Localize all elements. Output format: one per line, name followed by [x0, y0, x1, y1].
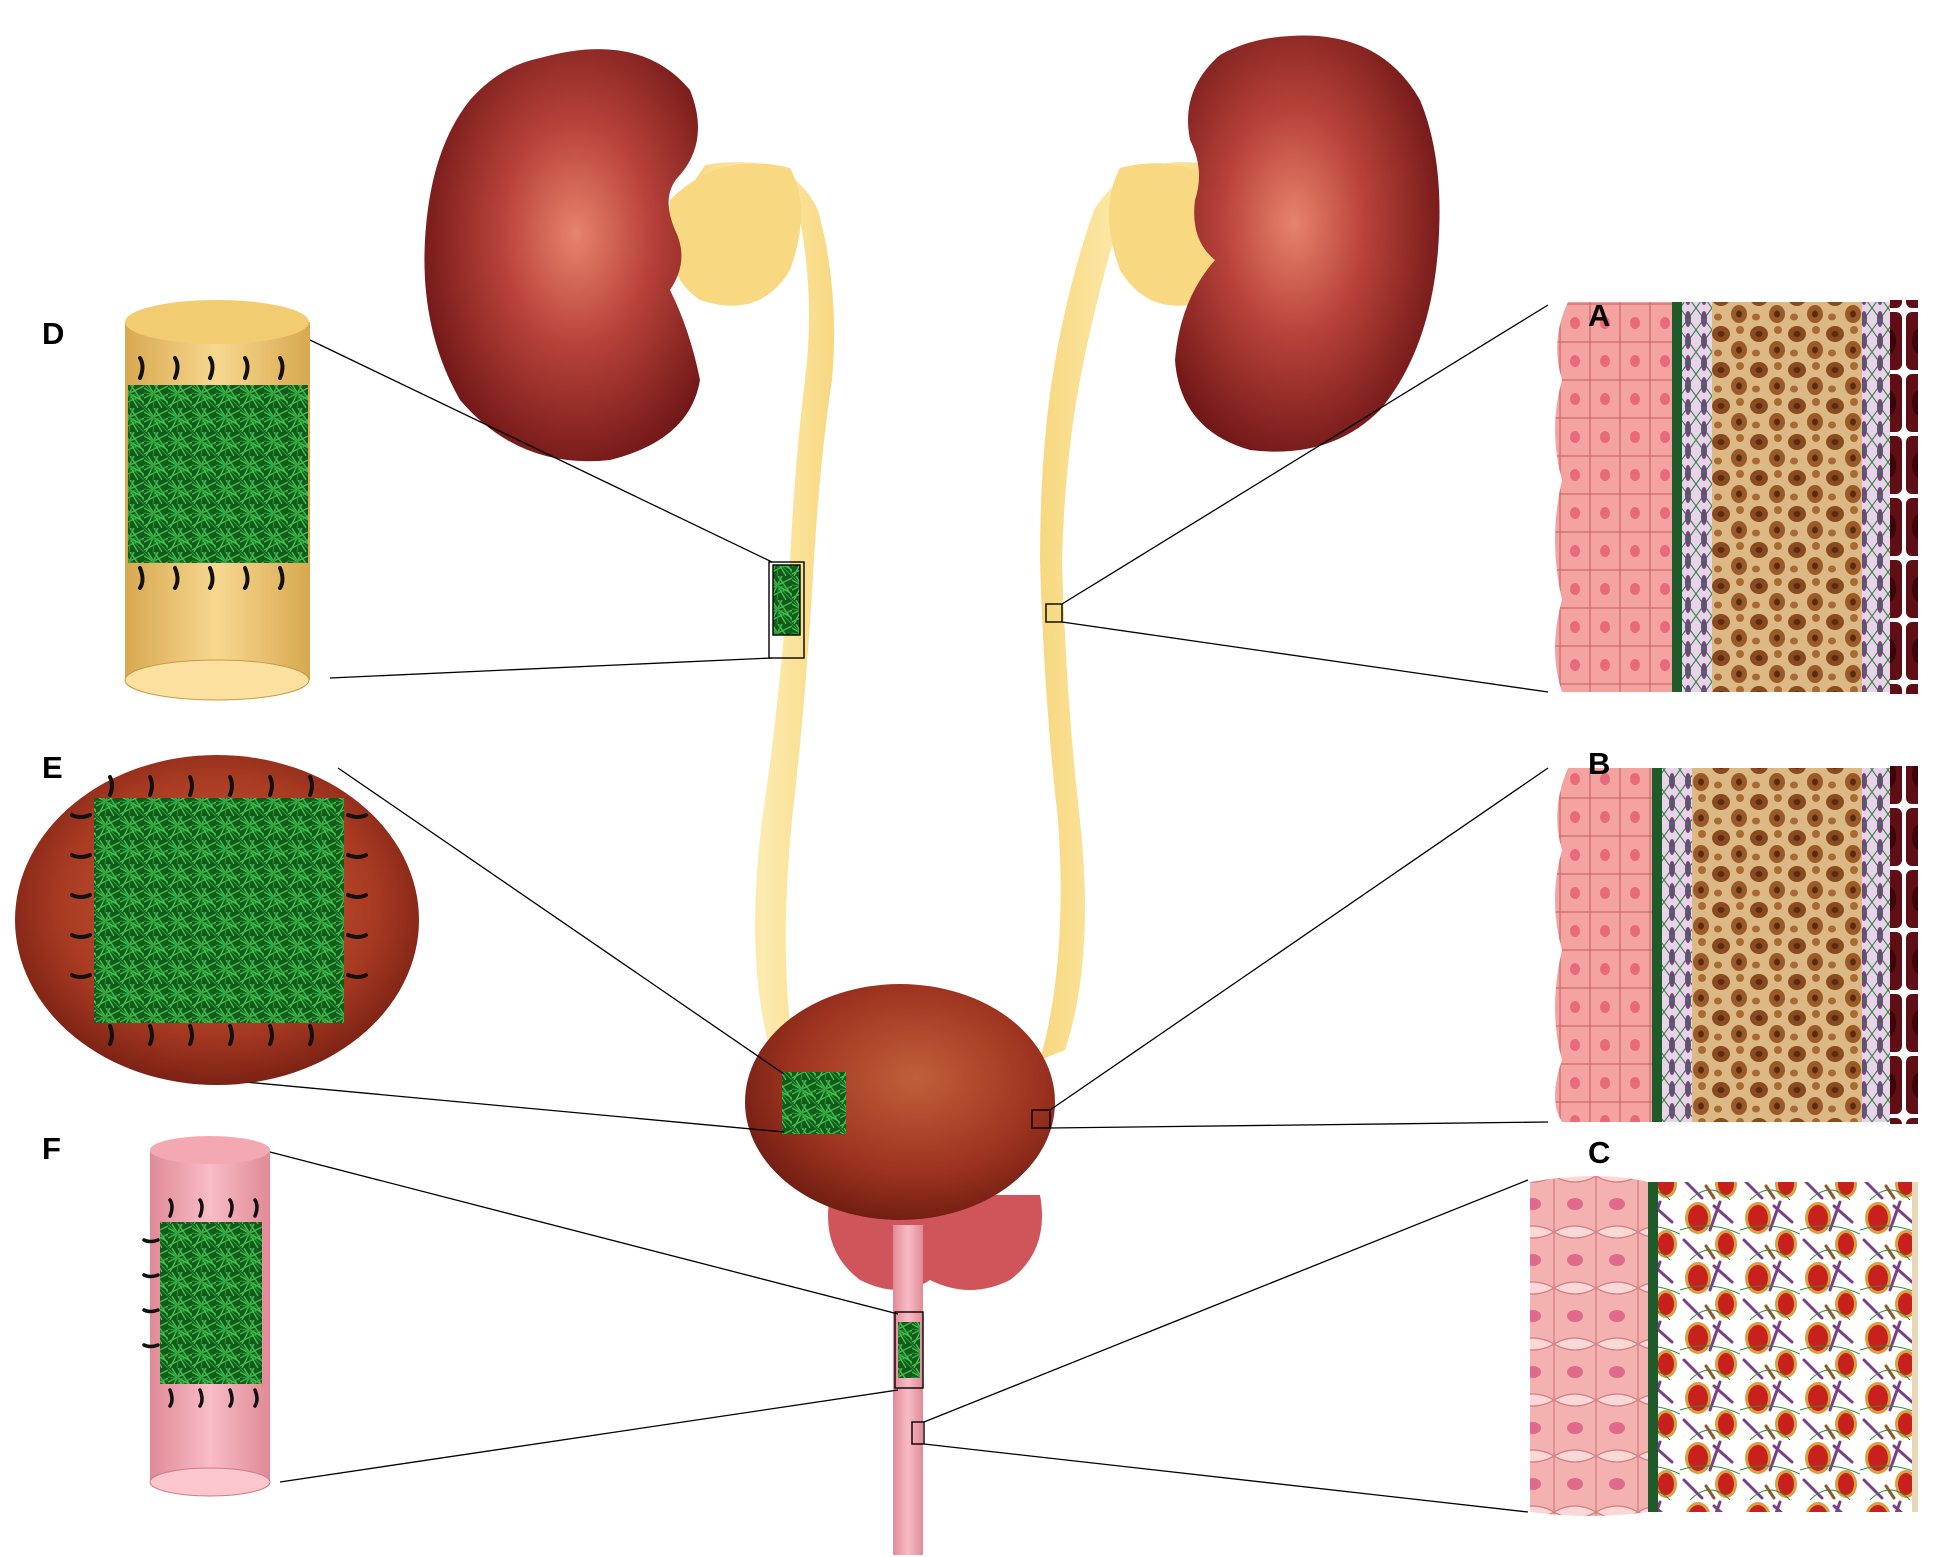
right-ureter	[1040, 162, 1230, 1060]
tube-scaffold-f	[160, 1222, 262, 1384]
left-kidney	[424, 49, 700, 462]
panel-a-ureter-histology	[1555, 300, 1918, 694]
connector-lines	[244, 304, 1549, 1513]
panel-label-d: D	[42, 316, 65, 351]
panel-e-bladder-patch	[15, 755, 419, 1085]
panel-label-e: E	[42, 750, 63, 785]
ureter-sample-box	[1045, 603, 1063, 623]
panel-c-urethra-histology	[1530, 1176, 1918, 1516]
urethra-scaffold	[898, 1322, 920, 1378]
urinary-tract	[424, 35, 1440, 1555]
panel-d-ureter-graft	[124, 300, 310, 701]
left-renal-pelvis	[668, 163, 801, 306]
urethra-scaffold-frame	[894, 1311, 924, 1389]
panel-label-f: F	[42, 1131, 61, 1166]
ureter-scaffold-frame	[768, 561, 805, 659]
panel-label-c: C	[1588, 1135, 1611, 1170]
bladder-scaffold	[782, 1072, 846, 1134]
bladder	[745, 984, 1055, 1220]
sutures-e	[70, 775, 368, 1046]
panel-label-a: A	[1588, 298, 1611, 333]
sutures-f	[142, 1198, 259, 1408]
sutures-d	[138, 356, 285, 590]
patch-scaffold-e	[94, 798, 344, 1023]
tube-scaffold-d	[128, 385, 308, 563]
panel-f-urethra-graft	[142, 1136, 271, 1497]
panel-label-b: B	[1588, 746, 1611, 781]
ureter-scaffold	[772, 564, 801, 636]
bladder-sample-box	[1031, 1109, 1051, 1129]
right-kidney	[1175, 35, 1440, 452]
panel-b-bladder-histology	[1555, 766, 1918, 1124]
urethra-sample-box	[911, 1421, 925, 1445]
left-ureter	[690, 162, 835, 1060]
